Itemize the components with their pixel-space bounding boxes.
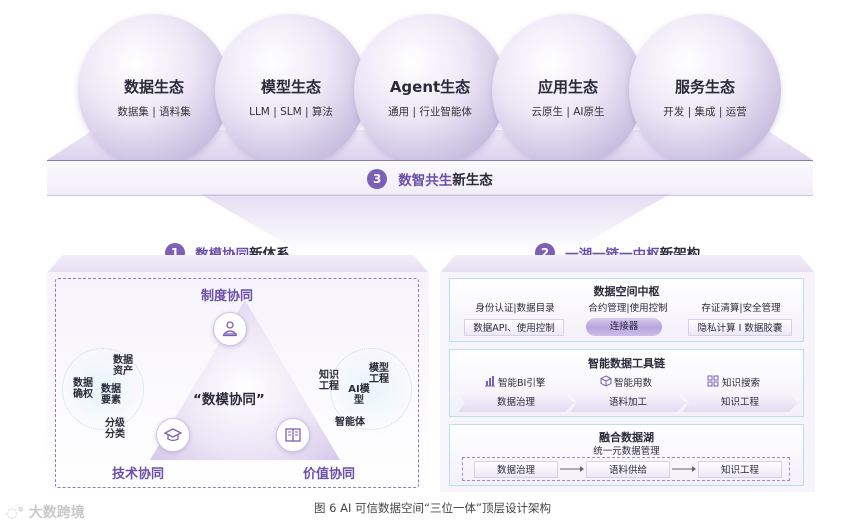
bubble-title: 服务生态 xyxy=(674,78,735,96)
hub-privacy-cell: 隐私计算 I 数据胶囊 xyxy=(688,319,792,336)
arrow-right-icon xyxy=(560,466,584,472)
section-title-highlight: 数智共生 xyxy=(398,172,453,189)
bubble-subtitle: LLM | SLM | 算法 xyxy=(249,106,333,118)
lake-subtitle: 统一元数据管理 xyxy=(593,446,660,457)
watermark: ◌° 大数跨境 xyxy=(6,502,85,522)
tool-label: 智能用数 xyxy=(614,378,653,389)
item-model-eng: 模型工程 xyxy=(369,363,389,385)
section-number: 3 xyxy=(367,168,388,189)
label-tech-collab: 技术协同 xyxy=(112,467,165,482)
left-panel-border xyxy=(55,278,419,488)
bubble-subtitle: 通用 | 行业智能体 xyxy=(388,106,472,118)
label-value-collab: 价值协同 xyxy=(303,467,356,482)
right-panel-top xyxy=(440,255,815,273)
hub-title: 数据空间中枢 xyxy=(593,285,660,298)
bubble-title: 数据生态 xyxy=(123,78,184,96)
bubble-subtitle: 数据集 | 语料集 xyxy=(117,106,191,118)
lake-step: 语料供给 xyxy=(586,461,670,478)
bubble-app-ecosystem: 应用生态 云原生 | AI原生 xyxy=(492,14,644,166)
bubble-subtitle: 开发 | 集成 | 运营 xyxy=(663,106,747,118)
hub-item: 存证清算|安全管理 xyxy=(701,303,781,314)
lake-step: 数据治理 xyxy=(474,461,558,478)
item-classification: 分级分类 xyxy=(105,418,125,440)
left-halo xyxy=(62,348,144,430)
tool-label: 智能BI引擎 xyxy=(498,378,546,389)
lake-flow-frame xyxy=(462,457,790,481)
bubble-data-ecosystem: 数据生态 数据集 | 语料集 xyxy=(78,14,230,166)
flow-step: 语料加工 xyxy=(570,394,686,412)
bubble-service-ecosystem: 服务生态 开发 | 集成 | 运营 xyxy=(629,14,781,166)
item-agent: 智能体 xyxy=(335,417,365,428)
section-title-rest: 新生态 xyxy=(452,172,493,189)
tool-label: 知识搜索 xyxy=(722,378,761,389)
watermark-text: 大数跨境 xyxy=(28,505,85,521)
lake-title: 融合数据湖 xyxy=(599,431,654,444)
bubble-title: 模型生态 xyxy=(260,78,321,96)
hub-item: 合约管理|使用控制 xyxy=(588,303,668,314)
bubble-title: 应用生态 xyxy=(537,78,598,96)
bubble-agent-ecosystem: Agent生态 通用 | 行业智能体 xyxy=(354,14,506,166)
left-panel-top xyxy=(47,255,429,273)
ecosystem-bar: 3 数智共生新生态 xyxy=(47,160,813,196)
item-data-asset: 数据资产 xyxy=(113,355,133,377)
data-lake: 融合数据湖 统一元数据管理 数据治理 语料供给 知识工程 xyxy=(449,424,804,486)
book-icon xyxy=(276,418,310,452)
lake-step: 知识工程 xyxy=(698,461,782,478)
item-knowledge-eng: 知识工程 xyxy=(319,370,339,392)
hub-item: 身份认证|数据目录 xyxy=(475,303,555,314)
watermark-logo-icon: ◌° xyxy=(6,506,24,521)
person-icon xyxy=(213,312,247,346)
bar-chart-icon xyxy=(485,376,495,387)
bubble-model-ecosystem: 模型生态 LLM | SLM | 算法 xyxy=(215,14,367,166)
arrow-right-icon xyxy=(672,466,696,472)
bubble-subtitle: 云原生 | AI原生 xyxy=(531,106,605,118)
figure-caption: 图 6 AI 可信数据空间“三位一体”顶层设计架构 xyxy=(314,501,551,515)
hub-api-cell: 数据API、使用控制 xyxy=(464,319,564,336)
data-space-hub: 数据空间中枢 身份认证|数据目录 合约管理|使用控制 存证清算|安全管理 数据A… xyxy=(449,278,804,342)
toolchain-title: 智能数据工具链 xyxy=(588,357,665,370)
center-label: “数模协同” xyxy=(193,392,265,408)
flow-step: 数据治理 xyxy=(458,394,574,412)
item-data-elements: 数据要素 xyxy=(101,384,121,406)
connector-pill: 连接器 xyxy=(586,318,662,336)
graduation-cap-icon xyxy=(156,418,190,452)
bubble-title: Agent生态 xyxy=(389,78,471,96)
item-ai-model: AI模型 xyxy=(348,384,370,406)
flow-step: 知识工程 xyxy=(682,394,798,412)
right-halo xyxy=(330,348,412,430)
label-institution-collab: 制度协同 xyxy=(201,289,254,304)
data-toolchain: 智能数据工具链 智能BI引擎 智能用数 知识搜索 数据治理 语料加工 知识工程 xyxy=(449,349,804,417)
grid-icon xyxy=(707,375,719,387)
cube-icon xyxy=(600,375,612,387)
item-data-rights: 数据确权 xyxy=(73,378,93,400)
